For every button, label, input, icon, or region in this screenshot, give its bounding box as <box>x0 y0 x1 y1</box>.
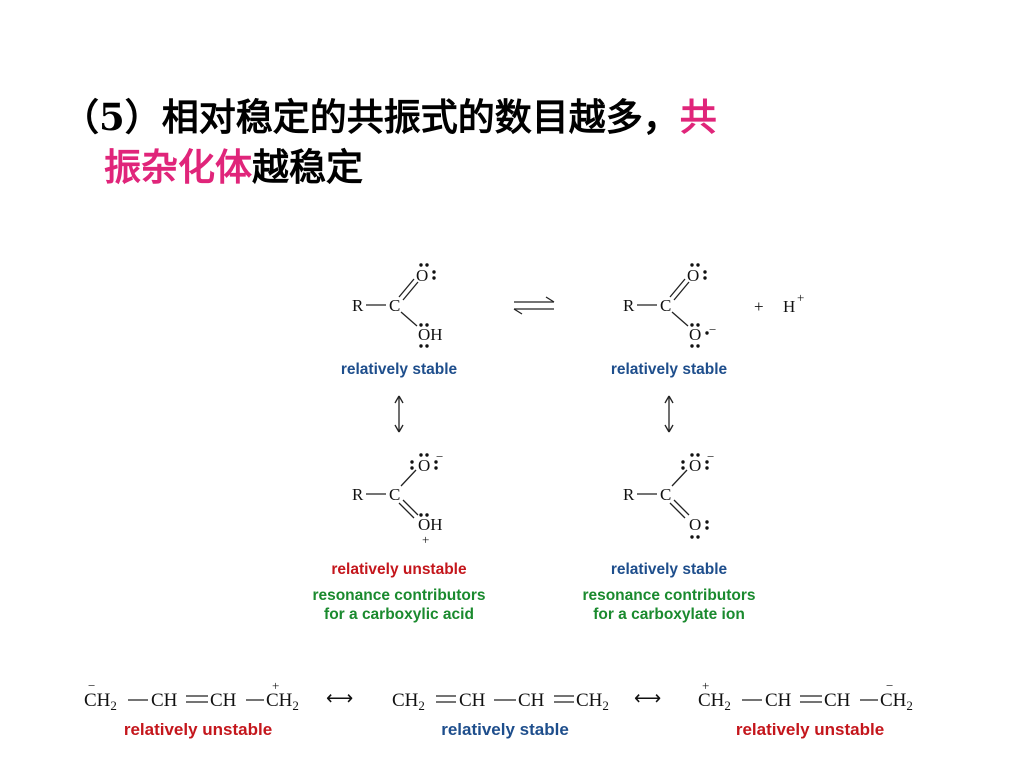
oxygen-double: O <box>416 266 428 285</box>
slide-title: （5）相对稳定的共振式的数目越多，共 振杂化体越稳定 <box>62 92 962 192</box>
svg-text:−: − <box>88 678 95 693</box>
svg-text:CH: CH <box>210 690 237 711</box>
plus-sign: + <box>754 297 764 316</box>
svg-text:CH2: CH2 <box>392 690 425 713</box>
diene-caption-1: relatively unstable <box>124 720 272 739</box>
svg-text:+: + <box>422 532 429 547</box>
svg-text:CH2: CH2 <box>880 690 913 713</box>
diene-caption-2: relatively stable <box>441 720 569 739</box>
svg-text:−: − <box>707 449 714 464</box>
svg-text:O: O <box>687 266 699 285</box>
svg-text:CH: CH <box>151 690 178 711</box>
title-line1-text: （5）相对稳定的共振式的数目越多， <box>62 95 680 139</box>
svg-text:CH: CH <box>765 690 792 711</box>
svg-text:−: − <box>436 449 443 464</box>
svg-text:−: − <box>886 678 893 693</box>
r-group: R <box>352 296 364 315</box>
hydroxyl: OH <box>418 325 443 344</box>
svg-text:R: R <box>623 296 635 315</box>
acid-structure-top: R C O OH <box>352 263 443 348</box>
svg-text:C: C <box>660 485 671 504</box>
svg-text:+: + <box>702 678 709 693</box>
svg-text:O: O <box>689 515 701 534</box>
svg-text:−: − <box>709 322 716 337</box>
svg-text:+: + <box>272 678 279 693</box>
acid-structure-bottom: R C O − OH + <box>352 449 443 547</box>
svg-text:O: O <box>689 325 701 344</box>
svg-text:CH2: CH2 <box>698 690 731 713</box>
svg-text:C: C <box>389 485 400 504</box>
carboxylate-structure-bottom: R C O − O <box>623 449 714 539</box>
group-caption-left-2: for a carboxylic acid <box>324 606 474 623</box>
diene-structure-2: CH2 CH CH CH2 <box>392 690 609 713</box>
svg-text:CH2: CH2 <box>576 690 609 713</box>
carboxylate-structure-top: R C O O − <box>623 263 716 348</box>
svg-text:O: O <box>418 456 430 475</box>
caption-top-right: relatively stable <box>611 361 728 378</box>
resonance-arrow-right <box>664 395 674 433</box>
svg-text:O: O <box>689 456 701 475</box>
caption-bottom-left: relatively unstable <box>331 561 467 578</box>
title-highlight-1: 共 <box>679 95 717 139</box>
diene-caption-3: relatively unstable <box>736 720 884 739</box>
title-highlight-2: 振杂化体 <box>104 145 252 189</box>
svg-text:CH: CH <box>518 690 545 711</box>
svg-text:CH: CH <box>824 690 851 711</box>
svg-text:OH: OH <box>418 515 443 534</box>
group-caption-right-1: resonance contributors <box>582 587 755 604</box>
caption-bottom-right: relatively stable <box>611 561 728 578</box>
equilibrium-arrow <box>513 296 555 315</box>
caption-top-left: relatively stable <box>341 361 458 378</box>
svg-text:C: C <box>660 296 671 315</box>
diene-structure-1: − CH2 CH CH + CH2 <box>84 678 299 713</box>
proton: H <box>783 297 795 316</box>
svg-text:CH2: CH2 <box>84 690 117 713</box>
resonance-arrow-left <box>394 395 404 433</box>
group-caption-right-2: for a carboxylate ion <box>593 606 745 623</box>
double-arrow-2: ⟷ <box>634 688 661 709</box>
svg-text:R: R <box>623 485 635 504</box>
carbon: C <box>389 296 400 315</box>
svg-text:CH: CH <box>459 690 486 711</box>
svg-text:R: R <box>352 485 364 504</box>
svg-text:+: + <box>797 290 804 305</box>
group-caption-left-1: resonance contributors <box>312 587 485 604</box>
title-line2-text: 越稳定 <box>252 145 363 189</box>
svg-text:CH2: CH2 <box>266 690 299 713</box>
diene-structure-3: + CH2 CH CH − CH2 <box>698 678 913 713</box>
double-arrow-1: ⟷ <box>326 688 353 709</box>
